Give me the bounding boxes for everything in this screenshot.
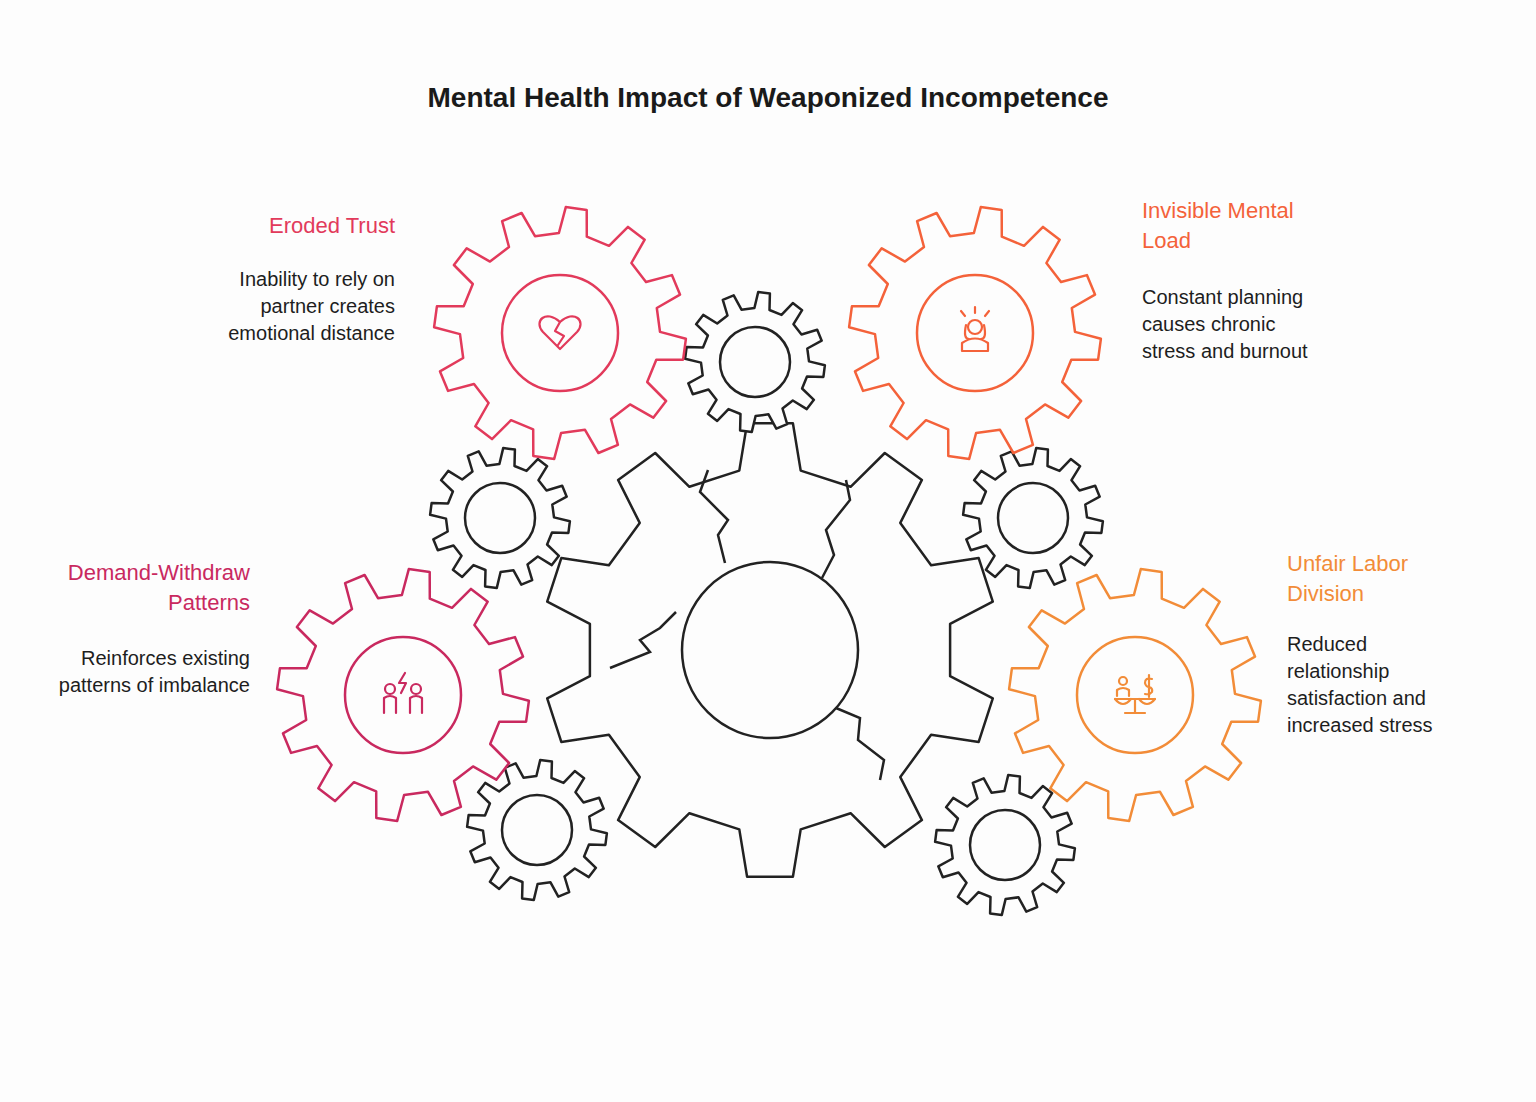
person-body <box>410 696 422 713</box>
node-heading: Invisible Mental Load <box>1142 196 1320 256</box>
node-heading: Unfair Labor Division <box>1287 549 1437 609</box>
node-description: Inability to rely on partner creates emo… <box>190 266 395 347</box>
gear-crack <box>822 480 850 578</box>
gear-outline <box>963 448 1103 588</box>
gear-hub <box>720 327 790 397</box>
gear-hub <box>345 637 461 753</box>
gear-outline <box>547 423 993 877</box>
broken-heart <box>539 316 580 349</box>
dollar-symbol <box>1145 675 1152 697</box>
text-wrap: Eroded Trust <box>175 211 395 241</box>
text-wrap: Constant planning causes chronic stress … <box>1142 284 1332 365</box>
gear-hub <box>1077 637 1193 753</box>
gear-hub <box>465 483 535 553</box>
text-wrap: Reinforces existing patterns of imbalanc… <box>52 645 250 699</box>
node-icon <box>961 307 989 351</box>
diagram-title: Mental Health Impact of Weaponized Incom… <box>0 82 1536 114</box>
gear-outline <box>467 760 607 900</box>
node-icon <box>1115 675 1155 713</box>
person-head <box>968 320 982 334</box>
gear-outline <box>277 569 529 821</box>
gear-outline <box>430 448 570 588</box>
gear-hub <box>998 483 1068 553</box>
gear-outline <box>1009 569 1261 821</box>
conflict-bolt <box>399 673 406 693</box>
text-wrap: Inability to rely on partner creates emo… <box>190 266 395 347</box>
node-icon <box>539 316 580 349</box>
node-heading: Eroded Trust <box>175 211 395 241</box>
text-wrap: Demand-Withdraw Patterns <box>35 558 250 618</box>
gear-node: Unfair Labor DivisionReduced relationshi… <box>1005 549 1459 825</box>
node-heading: Demand-Withdraw Patterns <box>35 558 250 618</box>
balance-scale <box>1115 699 1155 713</box>
gear-crack <box>836 708 884 780</box>
gear-hub <box>502 795 572 865</box>
gear-hub <box>682 562 858 738</box>
gear-hub <box>970 810 1040 880</box>
person-body <box>1117 688 1129 696</box>
node-description: Reinforces existing patterns of imbalanc… <box>52 645 250 699</box>
node-description: Reduced relationship satisfaction and in… <box>1287 631 1459 739</box>
node-description: Constant planning causes chronic stress … <box>1142 284 1332 365</box>
person-body <box>384 696 396 713</box>
gear-hub <box>917 275 1033 391</box>
gear-crack <box>610 612 676 668</box>
person-head <box>385 684 395 694</box>
gear-node: Invisible Mental LoadConstant planning c… <box>845 196 1332 463</box>
node-icon <box>384 673 422 713</box>
person-body <box>962 339 988 352</box>
gear-node: Demand-Withdraw PatternsReinforces exist… <box>35 558 533 825</box>
text-wrap: Invisible Mental Load <box>1142 196 1320 256</box>
gear-hub <box>502 275 618 391</box>
text-wrap: Unfair Labor Division <box>1287 549 1437 609</box>
person-head <box>411 684 421 694</box>
gear-outline <box>849 207 1101 459</box>
scale-pans <box>1115 699 1155 704</box>
person-hair <box>965 325 985 339</box>
gear-crack <box>700 470 728 563</box>
gear-outline <box>935 775 1075 915</box>
person-head <box>1119 677 1127 685</box>
stress-marks <box>961 307 989 316</box>
gear-node: Eroded TrustInability to rely on partner… <box>175 203 690 463</box>
gear-outline <box>434 207 686 459</box>
text-wrap: Reduced relationship satisfaction and in… <box>1287 631 1459 739</box>
gear-outline <box>685 292 825 432</box>
heart-crack <box>555 322 564 345</box>
